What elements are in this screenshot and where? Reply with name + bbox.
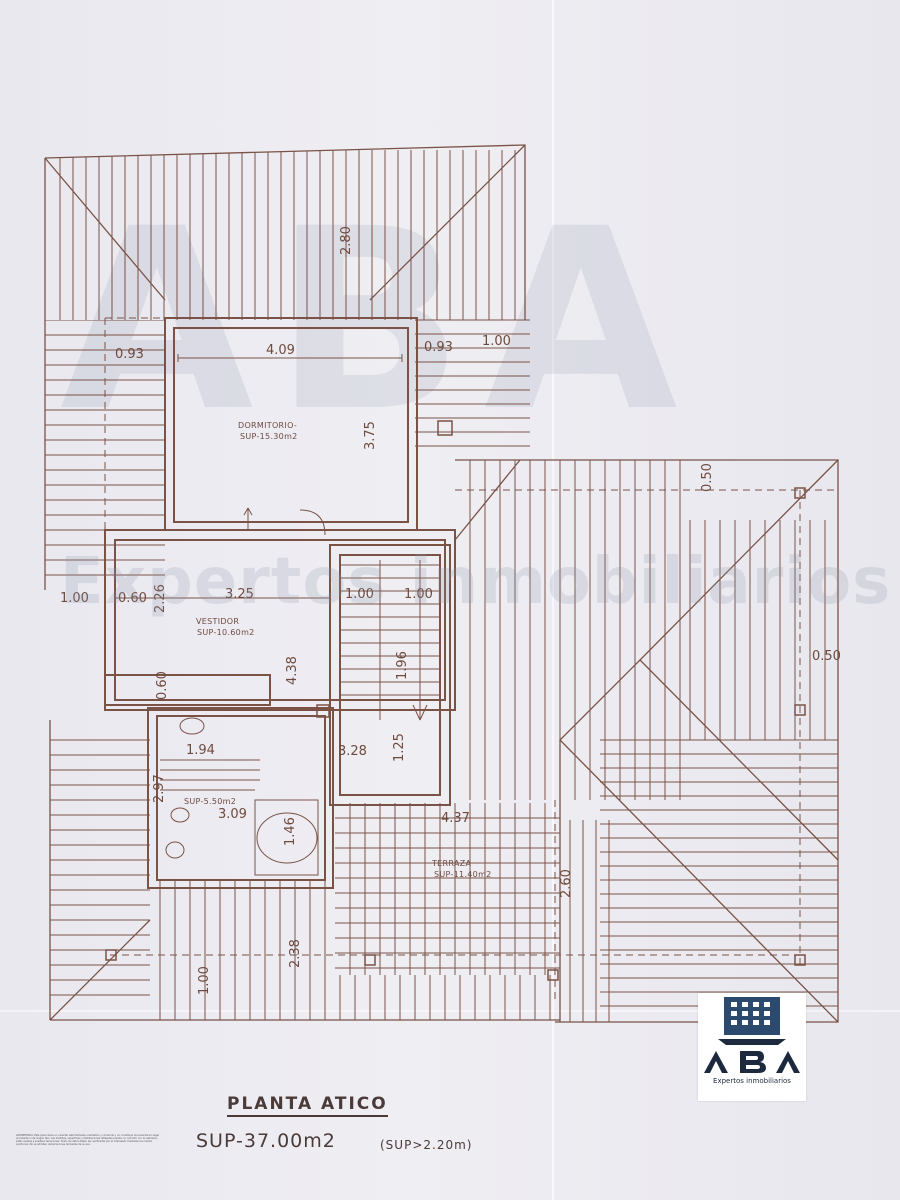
plan-title: PLANTA ATICO	[227, 1094, 388, 1117]
staircase	[340, 560, 440, 721]
dim-label: 4.37	[441, 811, 470, 826]
logo-caption: Expertos inmobiliarios	[713, 1077, 791, 1085]
plan-total-area: SUP-37.00m2	[196, 1130, 336, 1152]
walls	[104, 317, 456, 889]
roof-right-hatch	[415, 319, 530, 447]
dim-label: 2.60	[559, 869, 574, 898]
dim-label: 4.09	[266, 343, 295, 358]
dim-label: 2.80	[339, 226, 354, 255]
dim-label: 1.96	[395, 651, 410, 680]
dim-label: 0.93	[115, 347, 144, 362]
roof-top-hatch	[59, 150, 516, 320]
dim-label: 1.00	[482, 334, 511, 349]
disclaimer-text: ADVERTENCIA: Este plano tiene un carácte…	[16, 1134, 159, 1146]
roof-outlines	[44, 144, 839, 1023]
dim-label: 0.60	[118, 591, 147, 606]
paper-fold-vertical	[552, 0, 554, 1200]
dim-label: 0.93	[424, 340, 453, 355]
dim-label: 3.25	[225, 587, 254, 602]
dimension-lines	[115, 354, 403, 599]
dim-label: 3.28	[338, 744, 367, 759]
vent-markers	[105, 420, 806, 981]
watermark-text: Expertos inmobiliarios	[60, 545, 892, 619]
room-name-dressing: VESTIDOR	[196, 617, 239, 626]
company-logo: Expertos inmobiliarios	[698, 993, 806, 1101]
room-area-dressing: SUP-10.60m2	[197, 628, 255, 637]
terrace-tiles	[335, 803, 560, 975]
room-name-bedroom: DORMITORIO-	[238, 421, 297, 430]
dim-label: 2.38	[288, 939, 303, 968]
room-area-bedroom: SUP-15.30m2	[240, 432, 298, 441]
dim-label: 0.50	[812, 649, 841, 664]
dim-label: 2.97	[152, 774, 167, 803]
room-name-terrace: TERRAZA	[431, 859, 471, 868]
logo-graphic	[704, 997, 800, 1073]
dim-label: 1.25	[392, 733, 407, 762]
dim-label: 1.00	[197, 966, 212, 995]
dim-label: 4.38	[285, 656, 300, 685]
eave-dashed-lines	[104, 317, 838, 1000]
room-area-terrace: SUP-11.40m2	[434, 870, 492, 879]
dim-label: 0.60	[155, 671, 170, 700]
dim-label: 0.50	[700, 463, 715, 492]
dim-label: 1.00	[345, 587, 374, 602]
paper-fold-horizontal	[0, 1010, 900, 1012]
dim-label: 3.75	[363, 421, 378, 450]
plan-height-note: (SUP>2.20m)	[380, 1138, 473, 1152]
dim-label: 1.46	[283, 817, 298, 846]
dim-label: 1.00	[60, 591, 89, 606]
room-area-bathroom: SUP-5.50m2	[184, 797, 236, 806]
dim-label: 1.94	[186, 743, 215, 758]
roof-left-hatch	[45, 320, 165, 576]
roof-bottom-hatch	[50, 739, 551, 1020]
dim-label: 2.26	[153, 584, 168, 613]
dim-label: 1.00	[404, 587, 433, 602]
bathroom-fixtures	[160, 717, 319, 876]
dim-label: 3.09	[218, 807, 247, 822]
